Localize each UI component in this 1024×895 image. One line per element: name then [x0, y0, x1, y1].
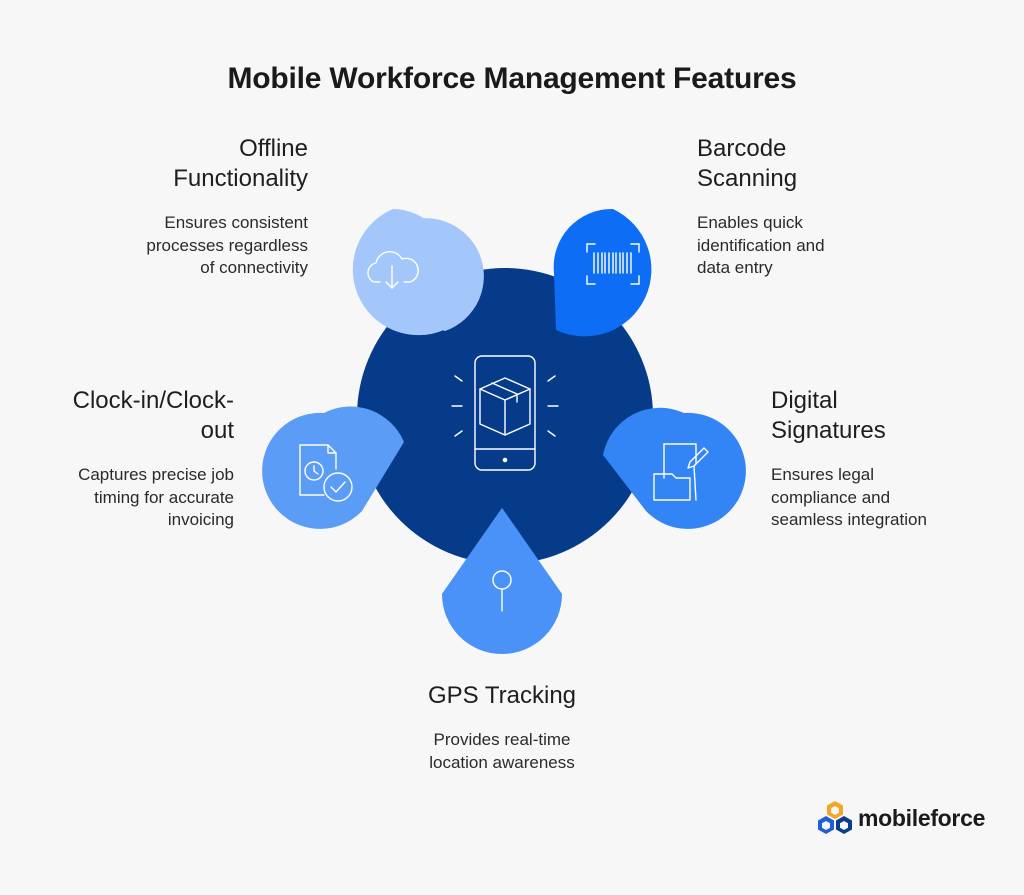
feature-title-line: Scanning [697, 165, 798, 192]
feature-description-line: invoicing [167, 510, 234, 529]
feature-gps-tracking: GPS Tracking Provides real-time location… [352, 681, 652, 774]
feature-title-line: out [200, 417, 234, 444]
feature-offline-functionality: Offline Functionality Ensures consistent… [96, 134, 308, 280]
feature-title-line: Offline [239, 135, 308, 162]
offline-functionality-drop [352, 209, 484, 336]
feature-barcode-scanning: Barcode Scanning Enables quick identific… [697, 134, 927, 280]
clock-in-out-drop [262, 406, 404, 529]
mobileforce-logo-mark-icon [818, 801, 852, 834]
cloud-download-icon [367, 251, 419, 289]
logo-wordmark: mobileforce [858, 804, 986, 831]
feature-description-line: location awareness [429, 752, 575, 772]
feature-description: Provides real-time location awareness [352, 729, 652, 774]
mobileforce-logo: mobileforce [816, 798, 985, 838]
feature-description: Enables quick identification and data en… [697, 212, 927, 280]
digital-signatures-drop [603, 407, 746, 529]
feature-description-line: Provides real-time [433, 730, 571, 749]
signature-document-icon [653, 443, 709, 501]
feature-description-line: Captures precise job [78, 465, 234, 484]
offline-drop-body [352, 209, 451, 336]
feature-title-line: Clock-in/Clock- [72, 387, 234, 414]
feature-title-line: Digital [771, 387, 838, 414]
feature-description-line: data entry [697, 258, 773, 277]
feature-title: Offline Functionality [96, 134, 308, 194]
mobile-package-icon [451, 355, 559, 471]
feature-title: Clock-in/Clock- out [24, 386, 234, 446]
feature-description-line: seamless integration [771, 510, 927, 529]
feature-description-line: identification and [697, 235, 825, 255]
feature-title: Barcode Scanning [697, 134, 927, 194]
clock-check-document-icon [299, 444, 353, 502]
gps-tracking-drop [441, 508, 562, 655]
feature-title: GPS Tracking [352, 681, 652, 711]
feature-description-line: compliance and [771, 487, 891, 507]
page-title: Mobile Workforce Management Features [227, 62, 797, 95]
location-pin-icon [492, 570, 512, 612]
feature-title: Digital Signatures [771, 386, 1001, 446]
feature-description-line: of connectivity [200, 258, 308, 277]
barcode-icon [586, 243, 640, 285]
feature-title-line: Functionality [173, 165, 308, 192]
feature-description-line: Enables quick [697, 213, 803, 232]
feature-title-line: Signatures [771, 417, 886, 444]
feature-description: Ensures legal compliance and seamless in… [771, 464, 1001, 532]
feature-title-line: Barcode [697, 135, 787, 162]
feature-description: Ensures consistent processes regardless … [96, 212, 308, 280]
feature-description: Captures precise job timing for accurate… [24, 464, 234, 532]
feature-clock-in-out: Clock-in/Clock- out Captures precise job… [24, 386, 234, 532]
feature-description-line: timing for accurate [94, 487, 234, 507]
feature-description-line: processes regardless [146, 235, 308, 255]
feature-description-line: Ensures legal [771, 465, 875, 484]
feature-title-line: GPS Tracking [427, 682, 577, 709]
feature-description-line: Ensures consistent [164, 213, 308, 232]
feature-digital-signatures: Digital Signatures Ensures legal complia… [771, 386, 1001, 532]
